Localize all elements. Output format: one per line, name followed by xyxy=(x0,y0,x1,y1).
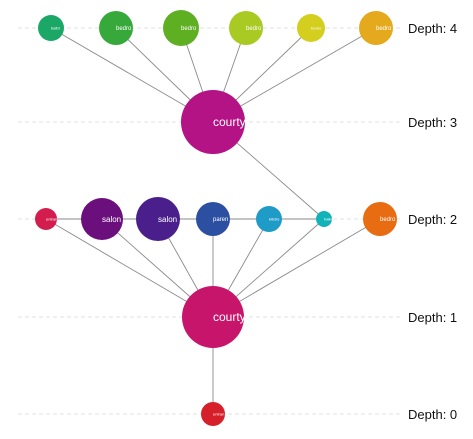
node-label: bedro xyxy=(116,26,132,32)
node-label: salon xyxy=(158,215,177,224)
graph-node-n2a[interactable]: entran xyxy=(35,208,57,230)
graph-node-n0[interactable]: entran xyxy=(201,402,225,426)
depth-label-1: Depth: 1 xyxy=(408,310,457,325)
graph-node-n2f[interactable]: hallw xyxy=(316,211,333,227)
node-label: entran xyxy=(213,411,224,416)
node-circle[interactable] xyxy=(256,206,282,232)
node-circle[interactable] xyxy=(229,11,263,45)
node-circle[interactable] xyxy=(181,90,245,154)
node-label: bedro xyxy=(380,217,396,223)
node-circle[interactable] xyxy=(81,198,123,240)
node-label: bedro xyxy=(376,26,392,32)
node-label: bathr xyxy=(51,25,61,30)
depth-label-3: Depth: 3 xyxy=(408,115,457,130)
graph-node-n4c[interactable]: bedro xyxy=(163,10,199,46)
graph-node-n1[interactable]: courty xyxy=(182,286,246,348)
graph-node-n2g[interactable]: bedro xyxy=(363,202,397,236)
node-label: salon xyxy=(102,215,121,224)
graph-node-n3[interactable]: courty xyxy=(181,90,246,154)
node-label: bedro xyxy=(181,26,197,32)
graph-node-n2b[interactable]: salon xyxy=(81,198,123,240)
depth-label-2: Depth: 2 xyxy=(408,212,457,227)
node-label: bedro xyxy=(246,26,262,32)
edge-n1-n2a xyxy=(45,218,214,318)
edge-n1-n2g xyxy=(212,218,381,318)
node-circle[interactable] xyxy=(359,11,393,45)
node-circle[interactable] xyxy=(136,197,180,241)
node-circle[interactable] xyxy=(99,11,133,45)
depth-labels: Depth: 4 Depth: 3 Depth: 2 Depth: 1 Depth: 0 xyxy=(408,21,457,422)
depth-label-4: Depth: 4 xyxy=(408,21,457,36)
graph-node-n4b[interactable]: bedro xyxy=(99,11,133,45)
node-label: hallw xyxy=(324,216,333,221)
graph-node-n4a[interactable]: bathr xyxy=(38,15,64,41)
graph-node-n4e[interactable]: bedro xyxy=(297,14,325,42)
node-label: courty xyxy=(213,115,246,129)
node-circle[interactable] xyxy=(201,402,225,426)
depth-label-0: Depth: 0 xyxy=(408,407,457,422)
node-label: paren xyxy=(213,217,228,223)
graph-nodes: entran courty entran salon salon paren kitche h… xyxy=(35,10,397,426)
graph-node-n2e[interactable]: kitche xyxy=(256,206,282,232)
node-circle[interactable] xyxy=(35,208,57,230)
node-circle[interactable] xyxy=(316,211,332,227)
node-label: kitche xyxy=(269,216,280,221)
graph-node-n4f[interactable]: bedro xyxy=(359,11,393,45)
node-label: courty xyxy=(213,310,246,324)
node-circle[interactable] xyxy=(38,15,64,41)
graph-node-n4d[interactable]: bedro xyxy=(229,11,263,45)
node-circle[interactable] xyxy=(182,286,244,348)
graph-node-n2c[interactable]: salon xyxy=(136,197,180,241)
node-label: bedro xyxy=(311,25,322,30)
node-label: entran xyxy=(46,216,57,221)
node-circle[interactable] xyxy=(363,202,397,236)
node-circle[interactable] xyxy=(196,202,230,236)
node-circle[interactable] xyxy=(297,14,325,42)
node-circle[interactable] xyxy=(163,10,199,46)
graph-node-n2d[interactable]: paren xyxy=(196,202,230,236)
